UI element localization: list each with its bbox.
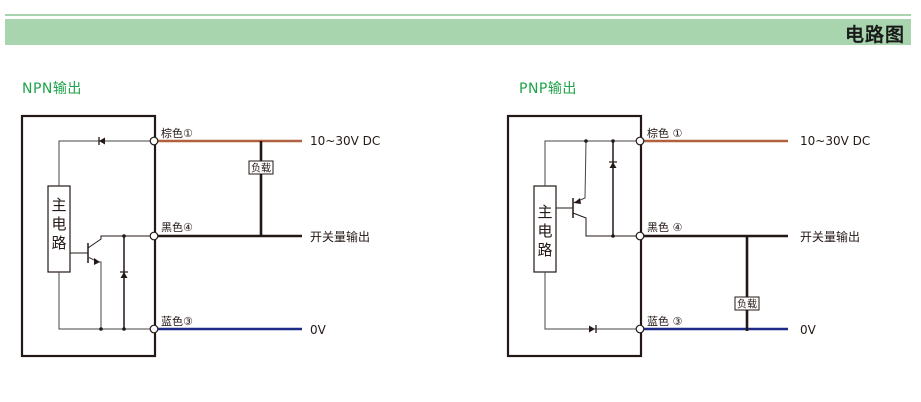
npn-clamp-diode-icon xyxy=(120,271,128,278)
pnp-terminal-label-supply: 10~30V DC xyxy=(800,134,870,148)
npn-main-char-2: 电 xyxy=(51,215,66,233)
npn-internal-supply-wire xyxy=(58,140,154,186)
pnp-terminal-label-ground: 0V xyxy=(800,323,817,337)
npn-terminal-label-supply: 10~30V DC xyxy=(310,134,380,148)
npn-terminal-4 xyxy=(149,231,159,241)
npn-load-box xyxy=(248,160,274,175)
npn-load-label: 负载 xyxy=(251,162,271,175)
pnp-main-char-2: 电 xyxy=(537,222,552,240)
npn-wire-label-blue: 蓝色③ xyxy=(161,314,193,328)
pnp-transistor-icon xyxy=(556,140,640,237)
pnp-ground-diode-icon xyxy=(589,325,597,333)
pnp-main-char-3: 路 xyxy=(537,241,552,259)
pnp-wire-label-blue: 蓝色 ③ xyxy=(647,314,682,328)
pnp-clamp-diode-icon xyxy=(609,161,617,168)
pnp-terminal-4 xyxy=(635,231,645,241)
npn-transistor-icon xyxy=(70,235,154,329)
pnp-internal-ground-wire xyxy=(544,272,640,330)
pnp-wire-label-brown: 棕色 ① xyxy=(647,126,682,140)
npn-wire-label-black: 黑色④ xyxy=(161,220,193,234)
pnp-load-label: 负载 xyxy=(737,298,757,311)
npn-title: NPN输出 xyxy=(22,81,82,97)
npn-terminal-1 xyxy=(149,136,159,146)
pnp-load-box xyxy=(734,296,760,311)
npn-terminal-label-output: 开关量输出 xyxy=(310,229,370,244)
top-divider xyxy=(5,14,911,16)
npn-main-char-1: 主 xyxy=(51,196,66,214)
pnp-diagram: 主 电 路 负载 xyxy=(506,114,870,358)
npn-terminal-3 xyxy=(149,324,159,334)
npn-reverse-diode-icon xyxy=(98,137,105,145)
npn-main-char-3: 路 xyxy=(51,234,66,252)
pnp-terminal-3 xyxy=(635,324,645,334)
pnp-title: PNP输出 xyxy=(519,81,577,97)
pnp-internal-supply-wire xyxy=(544,140,640,186)
pnp-main-char-1: 主 xyxy=(537,203,552,221)
pnp-wire-label-black: 黑色 ④ xyxy=(647,220,682,234)
npn-terminal-label-ground: 0V xyxy=(310,323,327,337)
pnp-terminal-1 xyxy=(635,136,645,146)
page-title: 电路图 xyxy=(844,24,905,46)
npn-diagram: 主 电 路 负载 xyxy=(20,114,380,358)
pnp-terminal-label-output: 开关量输出 xyxy=(800,229,860,244)
header-bar: 电路图 xyxy=(5,19,911,46)
npn-internal-ground-wire xyxy=(58,272,154,330)
npn-wire-label-brown: 棕色① xyxy=(161,126,193,140)
